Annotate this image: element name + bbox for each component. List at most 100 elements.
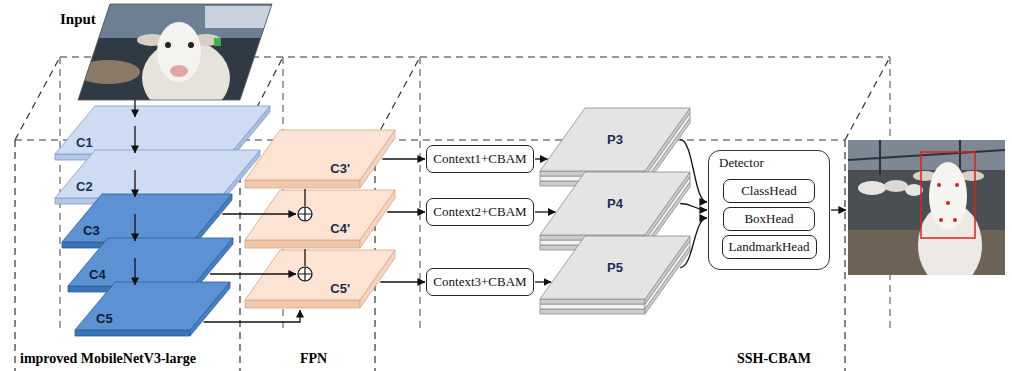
landmark-dot (946, 201, 950, 205)
output-photo (848, 140, 1005, 275)
output-arrow (831, 209, 846, 210)
module-box: BoxHead (723, 207, 815, 231)
arrow-connector (387, 211, 425, 212)
slab-front (245, 300, 360, 308)
node-label: P3 (607, 132, 623, 147)
sheep-face (157, 22, 201, 82)
label-holder: Input (60, 11, 96, 28)
module-frame (15, 57, 890, 371)
node-label: C3 (83, 223, 100, 238)
sheep-eye (188, 42, 194, 48)
node-label: ClassHead (741, 183, 797, 199)
input-arrow (134, 100, 135, 117)
node-label: P4 (607, 196, 623, 211)
node-label: C1 (76, 135, 93, 150)
feature-map: C5 (75, 282, 230, 336)
landmark-dot (937, 183, 941, 187)
landmark-dot (939, 218, 943, 222)
module-box: Context2+CBAM (426, 198, 534, 226)
node-label: LandmarkHead (729, 239, 810, 255)
arrow-connector (210, 273, 296, 274)
image-caption: Input (60, 11, 96, 28)
node-label: C3' (330, 161, 350, 176)
node-label: Context2+CBAM (433, 204, 526, 220)
arrow-connector (134, 214, 135, 241)
arrow-connector (680, 140, 707, 203)
arrow-connector (304, 249, 305, 266)
feature-map: C5' (245, 250, 395, 308)
label-holder: improved MobileNetV3-large (20, 351, 196, 367)
slab-face (245, 190, 395, 240)
module-box: Context3+CBAM (426, 268, 534, 296)
stack-edge (540, 299, 645, 304)
arrow-connector (204, 310, 300, 322)
node-label: Context1+CBAM (433, 151, 526, 167)
landmark-dot (955, 183, 959, 187)
slab-face (245, 250, 395, 300)
photo-window (205, 6, 275, 28)
flock (884, 180, 908, 192)
frame-line (15, 57, 890, 371)
stack-face (540, 172, 690, 235)
slab-shape (75, 282, 230, 336)
module-box: LandmarkHead (722, 235, 817, 259)
node-label: C5 (96, 311, 113, 326)
sum-symbol (298, 267, 312, 281)
module-box: ClassHead (723, 179, 815, 203)
sum-symbol (298, 207, 312, 221)
arrow-connector (382, 158, 425, 159)
feature-map: C3' (245, 130, 395, 188)
slab-face (245, 130, 395, 180)
arrow-connector (134, 258, 135, 285)
slab-face (75, 282, 230, 330)
slab-shape (245, 190, 395, 248)
slab-face (68, 238, 233, 286)
node-label: P5 (607, 260, 623, 275)
arrow-connector (680, 218, 707, 268)
slab-shape (245, 250, 395, 308)
feature-map: C4' (245, 190, 395, 248)
slab-front (245, 180, 360, 188)
slab-face (62, 194, 232, 242)
node-label: Context3+CBAM (433, 274, 526, 290)
stack-face (540, 108, 690, 171)
input-photo (70, 0, 280, 116)
arrow-connector (680, 204, 707, 211)
sheep-nose (170, 65, 188, 77)
stack-face (540, 236, 690, 299)
arrow-connector (535, 158, 548, 159)
node-label: C4 (89, 267, 106, 282)
sheep-face (929, 162, 967, 230)
node-label: Detector (719, 155, 764, 171)
stack-edge (540, 309, 645, 314)
module-name: SSH-CBAM (737, 351, 811, 367)
arrow-connector (535, 211, 555, 212)
slab-face (55, 106, 270, 154)
feature-stack: P5 (540, 236, 690, 314)
slab-front (75, 330, 190, 336)
module-box: Context1+CBAM (426, 145, 534, 173)
node-label: C4' (330, 221, 350, 236)
landmark-dot (953, 218, 957, 222)
sheep-eye (165, 42, 171, 48)
arrow-connector (535, 281, 551, 282)
sum-symbol (298, 267, 312, 281)
flock (858, 181, 886, 195)
node-label: C5' (330, 281, 350, 296)
arrow-connector (222, 213, 296, 214)
photo-pen (76, 60, 140, 84)
sum-symbol (298, 207, 312, 221)
module-name: improved MobileNetV3-large (20, 351, 196, 367)
label-holder: FPN (300, 351, 327, 367)
stack-edge (540, 304, 645, 309)
arrow-connector (134, 126, 135, 153)
arrow-connector (304, 189, 305, 206)
arrow-connector (380, 281, 425, 282)
slab-face (55, 150, 260, 198)
roof-beam (848, 140, 1005, 175)
node-label: C2 (76, 179, 93, 194)
slab-shape (245, 130, 395, 188)
stack-shape (540, 236, 690, 314)
